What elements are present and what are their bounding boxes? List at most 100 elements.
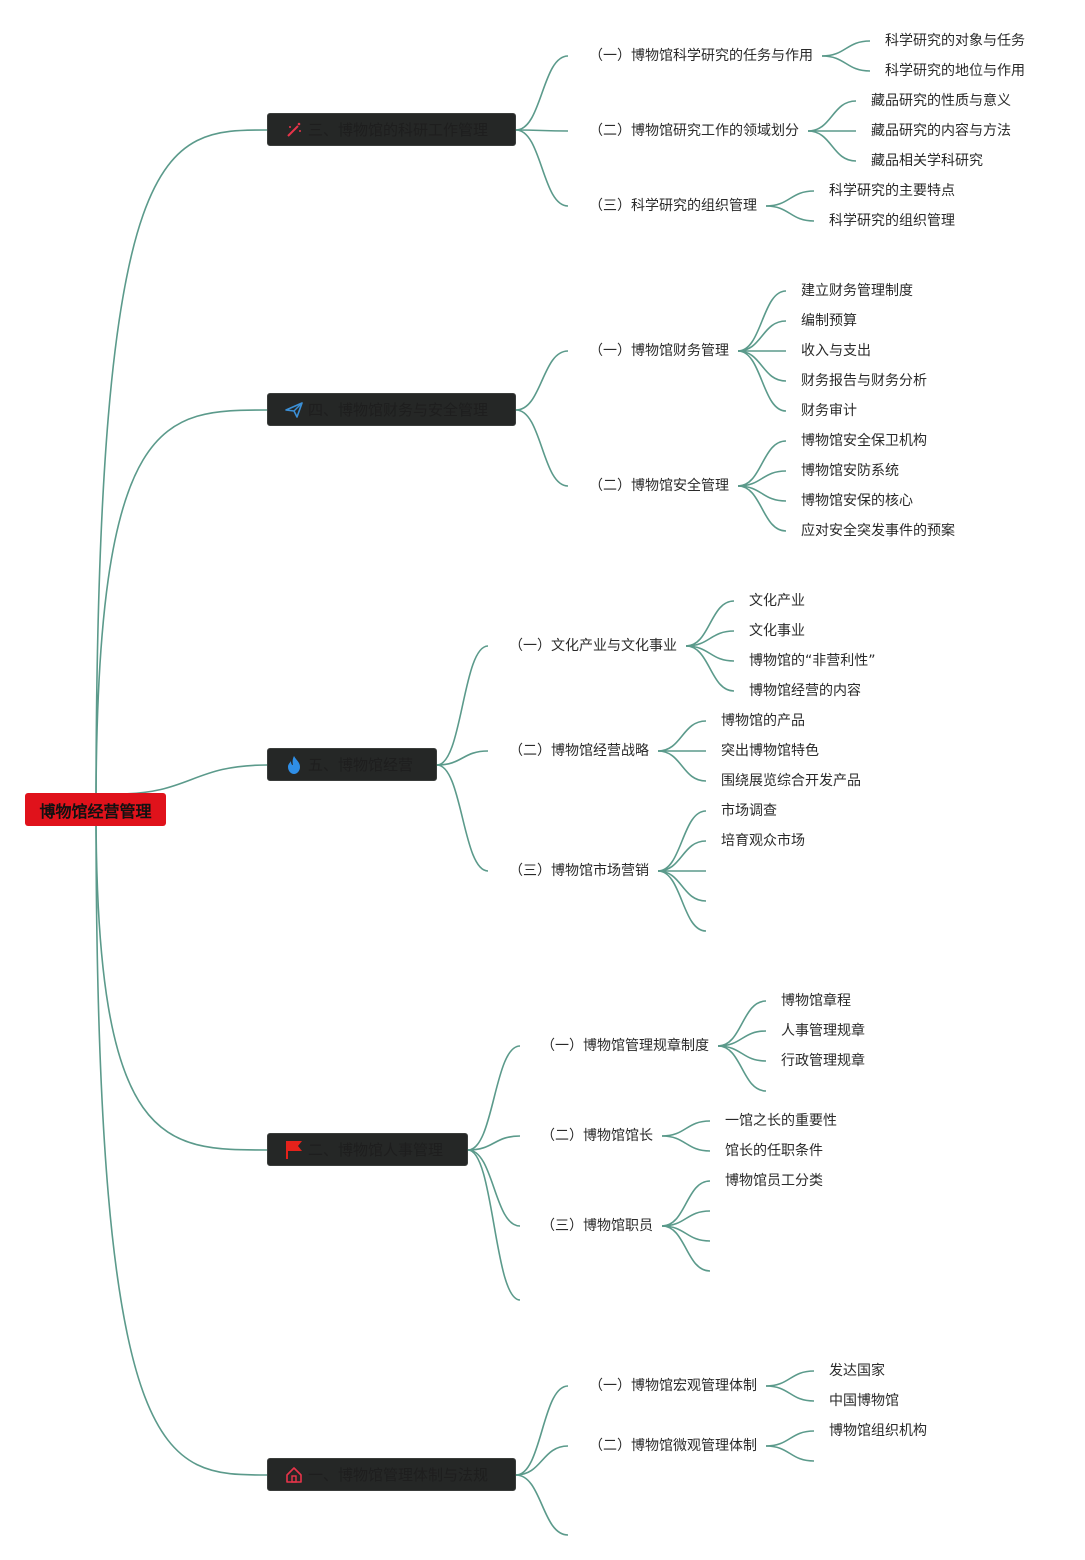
connector-root-branch — [95, 809, 268, 1151]
root-node[interactable]: 博物馆经营管理 — [25, 793, 166, 826]
connector-sub-leaf — [717, 1000, 767, 1047]
branch-node-operation[interactable]: 五、博物馆经营 — [267, 748, 437, 781]
leaf-node[interactable]: 发达国家 — [829, 1363, 885, 1379]
branch-node-finance[interactable]: 四、博物馆财务与安全管理 — [267, 393, 516, 426]
connector-sub-leaf — [717, 1045, 767, 1092]
sub-node[interactable]: （二）博物馆研究工作的领域划分 — [589, 123, 799, 139]
connector-branch-sub — [515, 1445, 569, 1476]
connector-sub-leaf — [685, 600, 735, 647]
leaf-node[interactable]: 博物馆的产品 — [721, 713, 805, 729]
branch-label: 四、博物馆财务与安全管理 — [308, 401, 489, 419]
connector-sub-leaf — [661, 1225, 711, 1272]
leaf-node[interactable]: 科学研究的地位与作用 — [885, 63, 1025, 79]
leaf-node[interactable]: 博物馆安保的核心 — [801, 493, 913, 509]
home-icon — [284, 1465, 304, 1485]
leaf-node[interactable]: 科学研究的主要特点 — [829, 183, 955, 199]
leaf-node[interactable]: 科学研究的组织管理 — [829, 213, 955, 229]
branch-label: 一、博物馆管理体制与法规 — [308, 1466, 489, 1484]
connector-branch-sub — [515, 1385, 569, 1476]
leaf-node[interactable]: 博物馆员工分类 — [725, 1173, 823, 1189]
connector-sub-leaf — [737, 350, 787, 412]
connector-sub-leaf — [657, 870, 707, 902]
connector-branch-sub — [436, 645, 489, 766]
leaf-node[interactable]: 藏品研究的内容与方法 — [871, 123, 1011, 139]
leaf-node[interactable]: 藏品研究的性质与意义 — [871, 93, 1011, 109]
connector-sub-leaf — [765, 1370, 815, 1387]
sub-node[interactable]: （一）博物馆财务管理 — [589, 343, 729, 359]
leaf-node[interactable]: 编制预算 — [801, 313, 857, 329]
paper-plane-icon — [284, 400, 304, 420]
connector-sub-leaf — [737, 350, 787, 382]
connector-sub-leaf — [657, 750, 707, 782]
sub-node[interactable]: （一）博物馆宏观管理体制 — [589, 1378, 757, 1394]
sub-node[interactable]: （一）博物馆管理规章制度 — [541, 1038, 709, 1054]
connector-sub-leaf — [807, 100, 857, 132]
sub-node[interactable]: （一）文化产业与文化事业 — [509, 638, 677, 654]
sub-node[interactable]: （三）博物馆职员 — [541, 1218, 653, 1234]
connector-sub-leaf — [765, 205, 815, 222]
sub-node[interactable]: （二）博物馆馆长 — [541, 1128, 653, 1144]
connector-branch-sub — [515, 350, 569, 411]
flag-icon — [284, 1140, 304, 1160]
leaf-node[interactable]: 博物馆安全保卫机构 — [801, 433, 927, 449]
connector-sub-leaf — [657, 720, 707, 752]
connector-sub-leaf — [685, 645, 735, 692]
sub-node[interactable]: （二）博物馆安全管理 — [589, 478, 729, 494]
connector-branch-sub — [515, 55, 569, 131]
leaf-node[interactable]: 科学研究的对象与任务 — [885, 33, 1025, 49]
sub-node[interactable]: （二）博物馆微观管理体制 — [589, 1438, 757, 1454]
leaf-node[interactable]: 财务报告与财务分析 — [801, 373, 927, 389]
connector-sub-leaf — [657, 810, 707, 872]
leaf-node[interactable]: 人事管理规章 — [781, 1023, 865, 1039]
leaf-node[interactable]: 市场调查 — [721, 803, 777, 819]
branch-label: 二、博物馆人事管理 — [308, 1141, 444, 1159]
leaf-node[interactable]: 行政管理规章 — [781, 1053, 865, 1069]
sub-node[interactable]: （三）博物馆市场营销 — [509, 863, 649, 879]
connector-branch-sub — [515, 129, 569, 207]
connector-branch-sub — [467, 1135, 521, 1151]
connector-sub-leaf — [661, 1135, 711, 1152]
connector-sub-leaf — [737, 290, 787, 352]
connector-branch-sub — [515, 409, 569, 487]
connector-sub-leaf — [737, 440, 787, 487]
magic-wand-icon — [284, 120, 304, 140]
leaf-node[interactable]: 财务审计 — [801, 403, 857, 419]
leaf-node[interactable]: 博物馆组织机构 — [829, 1423, 927, 1439]
leaf-node[interactable]: 馆长的任职条件 — [725, 1143, 823, 1159]
leaf-node[interactable]: 博物馆安防系统 — [801, 463, 899, 479]
connector-branch-sub — [515, 129, 569, 132]
leaf-node[interactable]: 收入与支出 — [801, 343, 871, 359]
leaf-node[interactable]: 培育观众市场 — [721, 833, 805, 849]
leaf-node[interactable]: 博物馆章程 — [781, 993, 851, 1009]
leaf-node[interactable]: 文化事业 — [749, 623, 805, 639]
sub-node[interactable]: （三）科学研究的组织管理 — [589, 198, 757, 214]
leaf-node[interactable]: 博物馆的“非营利性” — [749, 653, 876, 669]
connector-sub-leaf — [821, 40, 871, 57]
leaf-node[interactable]: 文化产业 — [749, 593, 805, 609]
leaf-node[interactable]: 藏品相关学科研究 — [871, 153, 983, 169]
leaf-node[interactable]: 一馆之长的重要性 — [725, 1113, 837, 1129]
connector-sub-leaf — [765, 190, 815, 207]
leaf-node[interactable]: 突出博物馆特色 — [721, 743, 819, 759]
connector-branch-sub — [467, 1045, 521, 1151]
connector-root-branch — [115, 764, 268, 795]
leaf-node[interactable]: 应对安全突发事件的预案 — [801, 523, 955, 539]
connector-sub-leaf — [765, 1445, 815, 1462]
connector-sub-leaf — [661, 1120, 711, 1137]
connector-sub-leaf — [661, 1180, 711, 1227]
connector-branch-sub — [467, 1149, 521, 1301]
leaf-node[interactable]: 围绕展览综合开发产品 — [721, 773, 861, 789]
connector-sub-leaf — [765, 1385, 815, 1402]
sub-node[interactable]: （一）博物馆科学研究的任务与作用 — [589, 48, 813, 64]
branch-node-system[interactable]: 一、博物馆管理体制与法规 — [267, 1458, 516, 1491]
connector-sub-leaf — [737, 485, 787, 532]
branch-node-research[interactable]: 三、博物馆的科研工作管理 — [267, 113, 516, 146]
leaf-node[interactable]: 博物馆经营的内容 — [749, 683, 861, 699]
leaf-node[interactable]: 建立财务管理制度 — [801, 283, 913, 299]
connector-sub-leaf — [821, 55, 871, 72]
branch-node-personnel[interactable]: 二、博物馆人事管理 — [267, 1133, 468, 1166]
leaf-node[interactable]: 中国博物馆 — [829, 1393, 899, 1409]
connector-root-branch — [95, 809, 268, 1476]
sub-node[interactable]: （二）博物馆经营战略 — [509, 743, 649, 759]
